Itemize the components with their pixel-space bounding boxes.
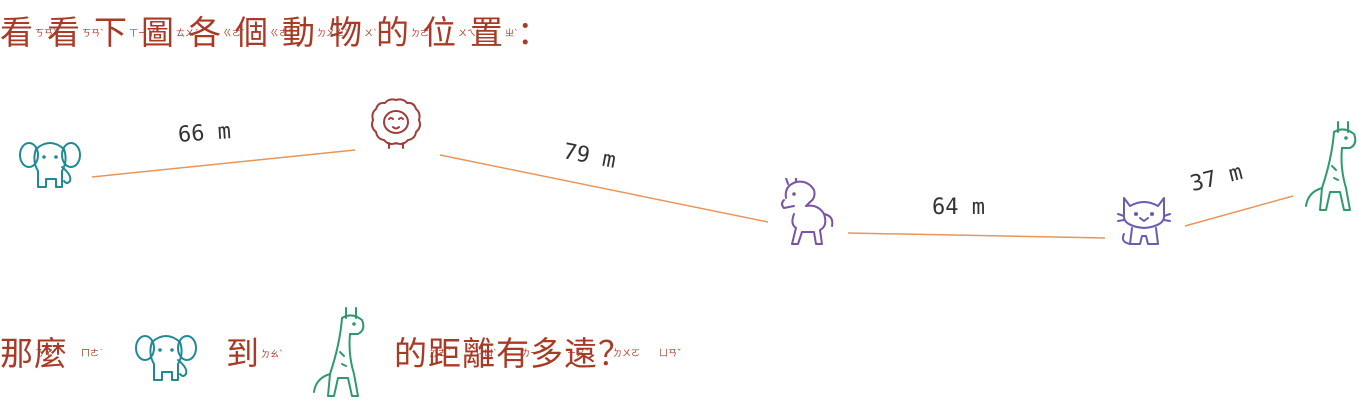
title-char: 位 [423, 13, 457, 52]
question-zhuyin-1: ㄋㄚˇ [34, 333, 58, 372]
zhuyin: ㄉㄨㄛ [613, 349, 641, 359]
distance-label: 64 m [932, 195, 985, 220]
question-zhuyin-6: ㄧㄡˇ [566, 333, 590, 372]
distance-label: 66 m [177, 119, 232, 148]
elephant-icon [19, 142, 81, 188]
question-zhuyin-4: ㄐㄩˋ [474, 333, 498, 372]
zhuyin: ㄍㄜˋ [223, 29, 246, 39]
question-zhuyin-7: ㄉㄨㄛ [612, 333, 641, 372]
line-elephant-sheep [91, 149, 356, 178]
question-zhuyin-2: ㄇㄜ˙ [80, 333, 104, 372]
line-sheep-horse [439, 154, 769, 223]
zhuyin: ㄧㄡˇ [567, 349, 590, 359]
sheep-icon [371, 98, 421, 149]
title-char: 看 [47, 13, 81, 52]
zhuyin: ㄉㄜ˙ [429, 349, 452, 359]
elephant-icon [135, 335, 197, 381]
zhuyin: ㄎㄢˋ [35, 29, 58, 39]
question-zhuyin-8: ㄩㄢˇ [658, 333, 682, 372]
title-char: 置 [470, 13, 504, 52]
title-char: 物 [329, 13, 363, 52]
title-char: 各 [188, 13, 222, 52]
zhuyin: ㄌㄧˊ [521, 349, 544, 359]
giraffe-icon [1305, 121, 1357, 211]
zhuyin: ㄇㄜ˙ [81, 349, 104, 359]
zhuyin: ㄨˋ [364, 29, 378, 39]
giraffe-icon [313, 307, 365, 397]
zhuyin: ㄓˋ [505, 29, 519, 39]
zhuyin: ㄊㄨˊ [176, 29, 199, 39]
title-char: 下 [94, 13, 128, 52]
question-text: 那麼 [0, 334, 68, 373]
question-part-3: 的距離有多遠？ [394, 327, 632, 375]
title-colon: ： [517, 13, 551, 52]
zhuyin: ㄋㄚˇ [35, 349, 58, 359]
title-char: 動 [282, 13, 316, 52]
question-part-1: 那麼 [0, 327, 68, 375]
question-zhuyin-5: ㄌㄧˊ [520, 333, 544, 372]
zhuyin: ㄨㄟˋ [458, 29, 481, 39]
zhuyin: ㄉㄜ˙ [411, 29, 434, 39]
question-zhuyin-3: ㄉㄜ˙ [428, 333, 452, 372]
zhuyin: ㄍㄜˋ [270, 29, 293, 39]
question-part-2: 到ㄉㄠˋ [226, 327, 284, 375]
zhuyin: ㄉㄠˋ [261, 350, 284, 360]
title-char: 圖 [141, 13, 175, 52]
line-cat-giraffe [1184, 195, 1294, 227]
zhuyin: ㄐㄩˋ [475, 349, 498, 359]
question-text: 的距離有多遠？ [394, 334, 632, 373]
title-char: 看 [0, 13, 34, 52]
instruction-title: 看ㄎㄢˋ看ㄎㄢˋ下ㄒㄧㄚˋ圖ㄊㄨˊ各ㄍㄜˋ個ㄍㄜˋ動ㄉㄨㄥˋ物ㄨˋ的ㄉㄜ˙位ㄨㄟ… [0, 6, 551, 54]
horse-icon [781, 178, 834, 245]
title-char: 個 [235, 13, 269, 52]
question-text: 到 [226, 334, 260, 373]
title-char: 的 [376, 13, 410, 52]
line-horse-cat [847, 232, 1106, 239]
zhuyin: ㄎㄢˋ [82, 29, 105, 39]
cat-icon [1117, 197, 1171, 245]
zhuyin: ㄩㄢˇ [659, 349, 682, 359]
